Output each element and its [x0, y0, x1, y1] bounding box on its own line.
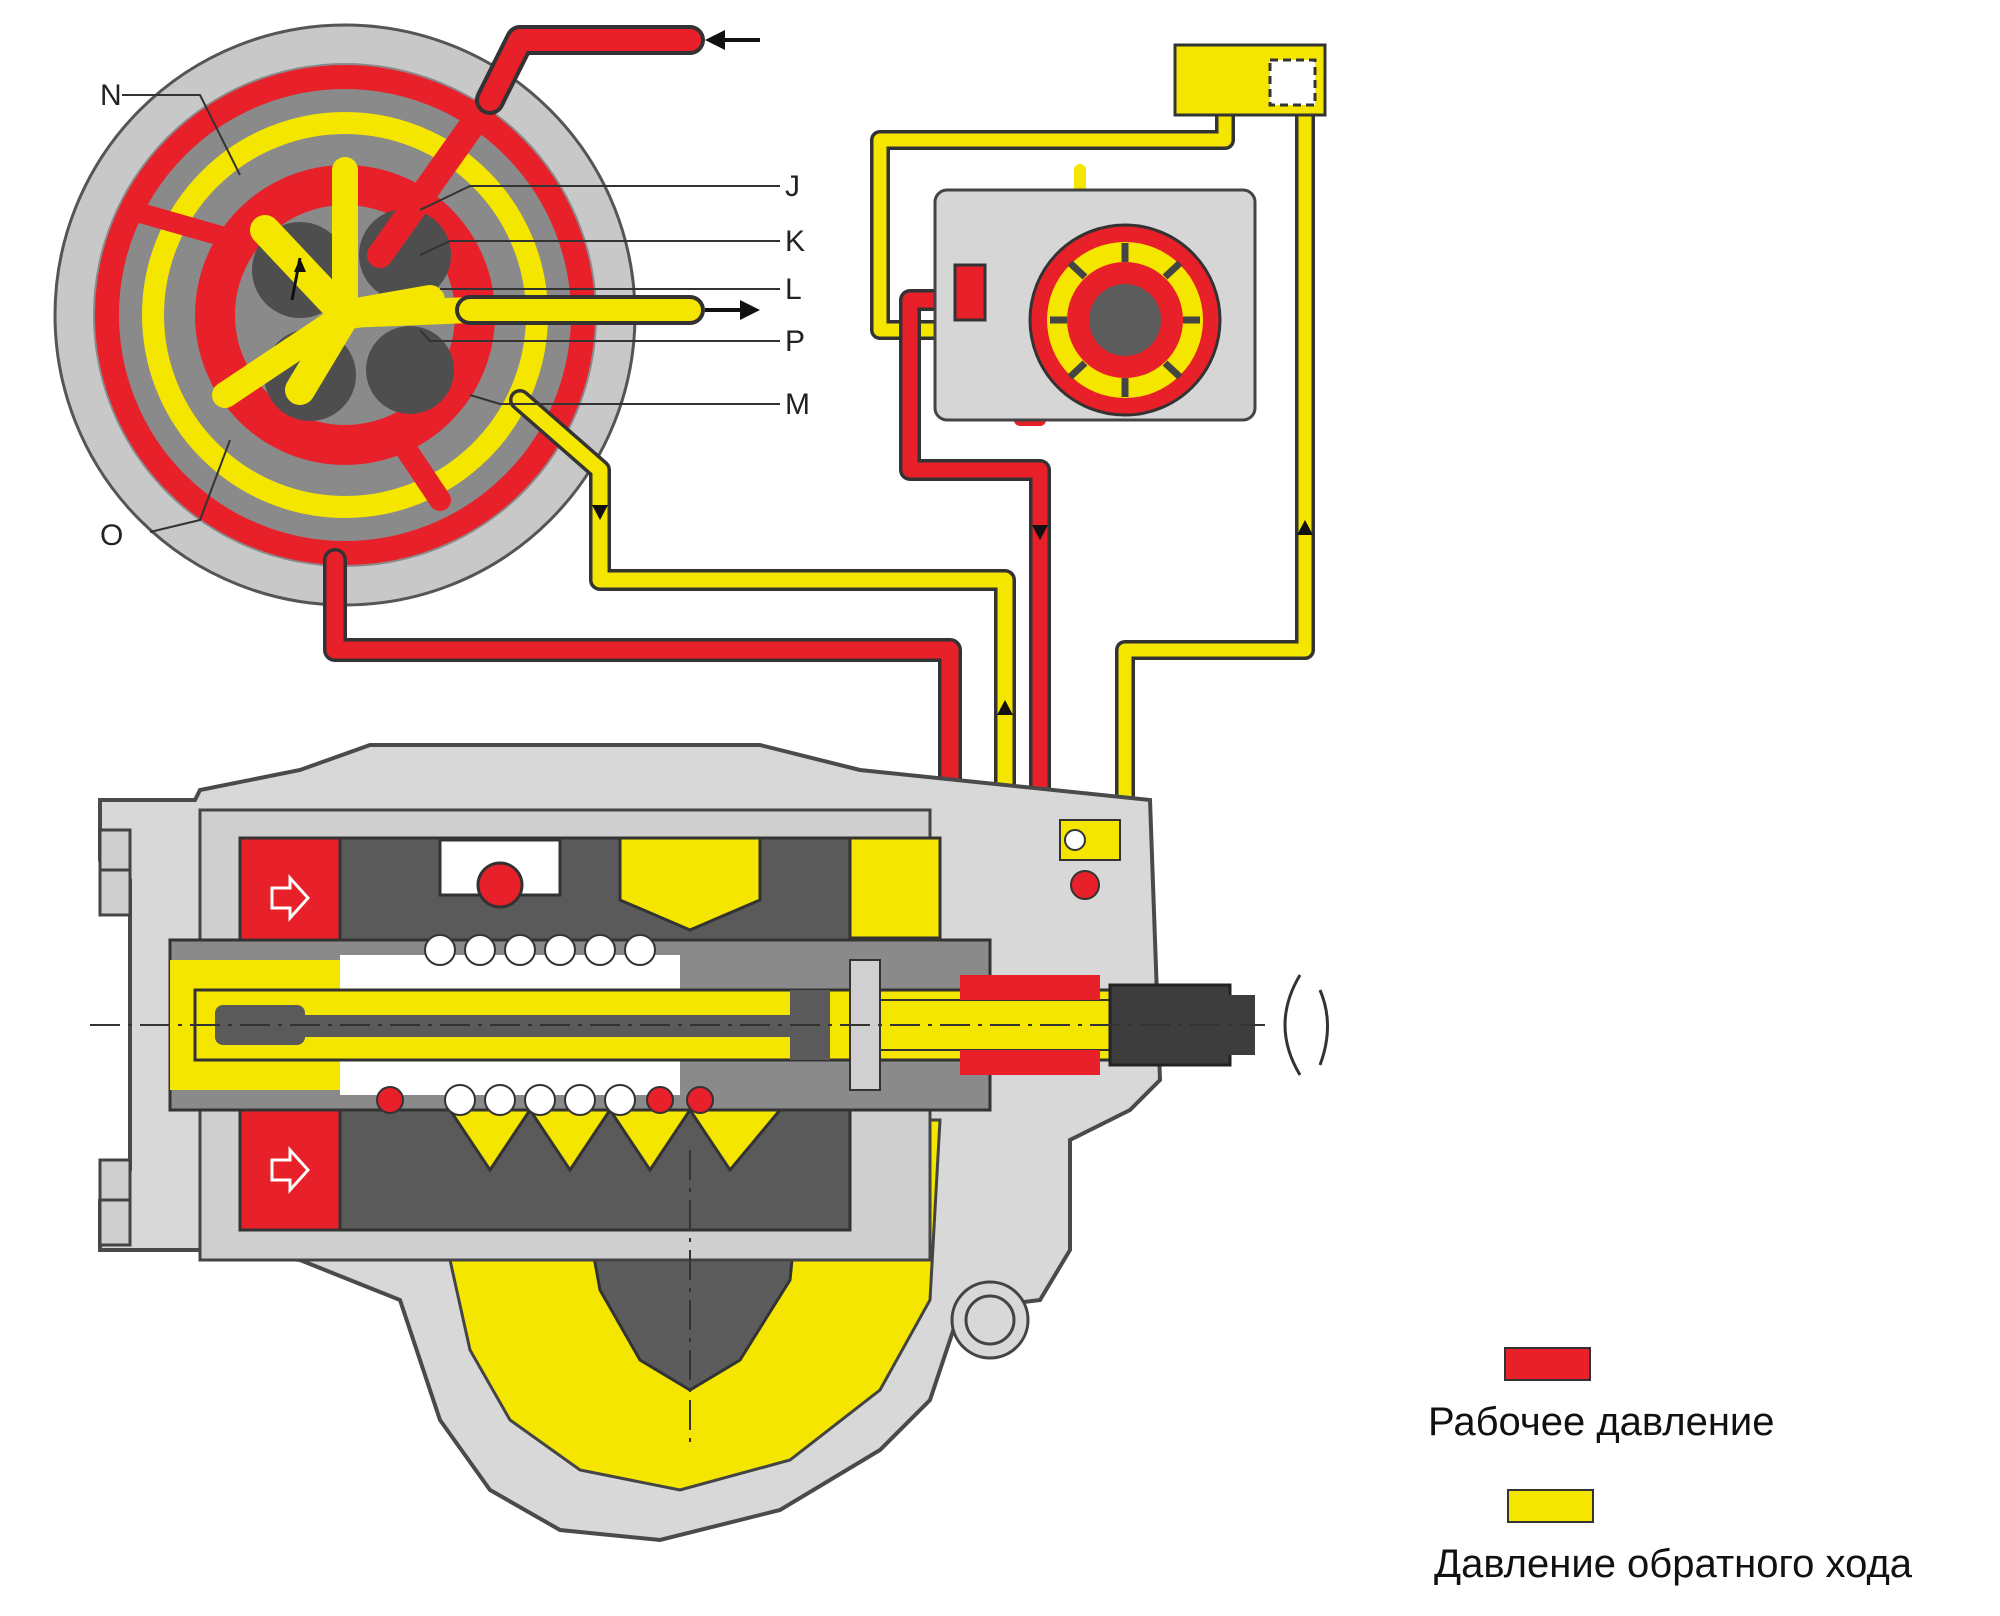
- reservoir: [1173, 43, 1327, 117]
- legend-label-return: Давление обратного хода: [1434, 1542, 1913, 1586]
- callout-o: O: [100, 519, 123, 552]
- callout-n: N: [100, 79, 122, 112]
- legend: Рабочее давление Давление обратного хода: [1428, 1347, 1913, 1586]
- legend-label-working: Рабочее давление: [1428, 1400, 1775, 1444]
- pump-red-passages: [120, 87, 503, 511]
- flow-arrows: [592, 30, 1313, 715]
- callout-k: K: [785, 225, 805, 258]
- control-valve-block: [933, 188, 1257, 422]
- callout-leaders: [122, 94, 780, 533]
- legend-swatch-working: [1504, 1347, 1591, 1381]
- legend-swatch-return: [1507, 1489, 1594, 1523]
- recirculating-balls: [424, 934, 656, 1116]
- pump-inner-return-passages: [212, 157, 483, 408]
- callout-p: P: [785, 325, 805, 358]
- callout-labels: N J K L P M O: [100, 79, 810, 552]
- steering-gear: [90, 743, 1329, 1543]
- callout-j: J: [785, 170, 800, 203]
- callout-m: M: [785, 388, 810, 421]
- callout-l: L: [785, 273, 802, 306]
